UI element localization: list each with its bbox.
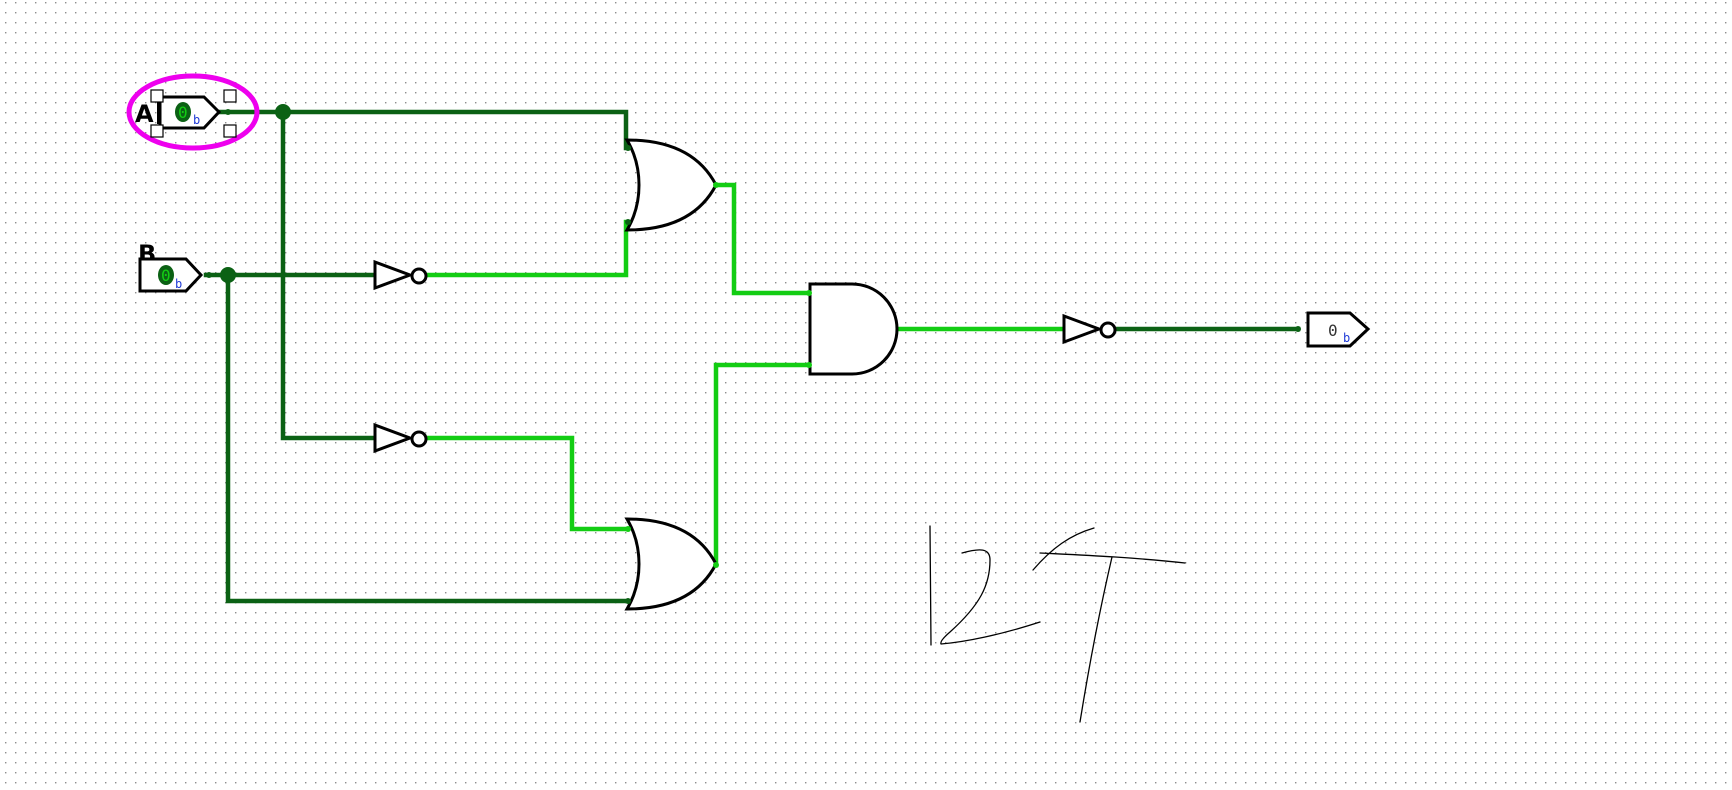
not-gate-3-bubble: [1099, 321, 1117, 339]
and-gate-in-top: [806, 290, 812, 296]
or-gate-1-in-bottom: [625, 219, 631, 225]
pin-a-label: A: [135, 100, 154, 128]
selection-highlight: [126, 73, 260, 151]
not-gate-1-triangle: [373, 259, 415, 291]
not-gate-1[interactable]: [373, 259, 428, 291]
not-gate-2-triangle: [373, 422, 415, 454]
input-pin-a[interactable]: A 0 b: [126, 73, 260, 151]
input-pin-b[interactable]: B 0 b: [138, 240, 212, 293]
junction-a: [275, 104, 291, 120]
selection-handle-tr[interactable]: [223, 89, 237, 103]
pin-b-value-bg: [158, 265, 174, 285]
pin-a-value-bg: [175, 102, 191, 122]
not-gate-3[interactable]: [1062, 313, 1117, 345]
pin-b-value: 0: [161, 266, 171, 285]
wire-not2-to-or2: [425, 435, 629, 532]
output-pin-body: [1306, 311, 1371, 348]
or-gate-1-in-top: [625, 145, 631, 151]
or-gate-2-in-top: [625, 526, 631, 532]
handwritten-stroke-2: [940, 549, 1041, 645]
or-gate-1-out: [713, 182, 719, 188]
junction-b: [220, 267, 236, 283]
output-pin-value: 0: [1328, 321, 1338, 340]
not-gate-3-triangle: [1062, 313, 1104, 345]
handwritten-stroke-1: [929, 525, 932, 646]
or-gate-1[interactable]: [624, 138, 719, 232]
handwritten-stroke-5: [1079, 556, 1113, 723]
or-gate-2[interactable]: [624, 517, 719, 611]
wire-b-to-or2: [225, 272, 629, 604]
or-gate-2-out: [713, 562, 719, 568]
handwritten-annotation: [929, 525, 1186, 723]
handwritten-stroke-4: [1039, 552, 1186, 564]
output-pin-radix: b: [1343, 331, 1350, 345]
pin-b-radix: b: [175, 277, 182, 291]
pin-a-radix: b: [193, 113, 200, 127]
selection-handle-tl[interactable]: [150, 89, 164, 103]
not-gate-1-bubble: [410, 267, 428, 285]
not-gate-2-bubble: [410, 430, 428, 448]
wire-or2-to-and: [713, 362, 811, 568]
output-pin[interactable]: 0 b: [1295, 311, 1371, 348]
not-gate-2[interactable]: [373, 422, 428, 454]
pin-a-port: [225, 109, 231, 115]
wires-high: [425, 182, 1064, 568]
handwritten-stroke-3: [1032, 527, 1095, 571]
and-gate-in-bottom: [806, 362, 812, 368]
or-gate-2-body: [624, 517, 718, 611]
wire-not1-to-or1: [425, 219, 629, 278]
and-gate-body: [808, 282, 899, 376]
output-pin-port: [1295, 326, 1301, 332]
wire-a-to-or1: [203, 109, 629, 151]
wire-or1-to-and: [713, 182, 811, 296]
selection-handle-br[interactable]: [223, 124, 237, 138]
selection-handle-bl[interactable]: [150, 124, 164, 138]
or-gate-1-body: [624, 138, 718, 232]
and-gate[interactable]: [806, 282, 899, 376]
pin-a-value: 0: [178, 103, 188, 122]
wire-a-to-not2: [280, 109, 375, 441]
or-gate-2-in-bottom: [625, 598, 631, 604]
pin-b-port: [206, 272, 212, 278]
